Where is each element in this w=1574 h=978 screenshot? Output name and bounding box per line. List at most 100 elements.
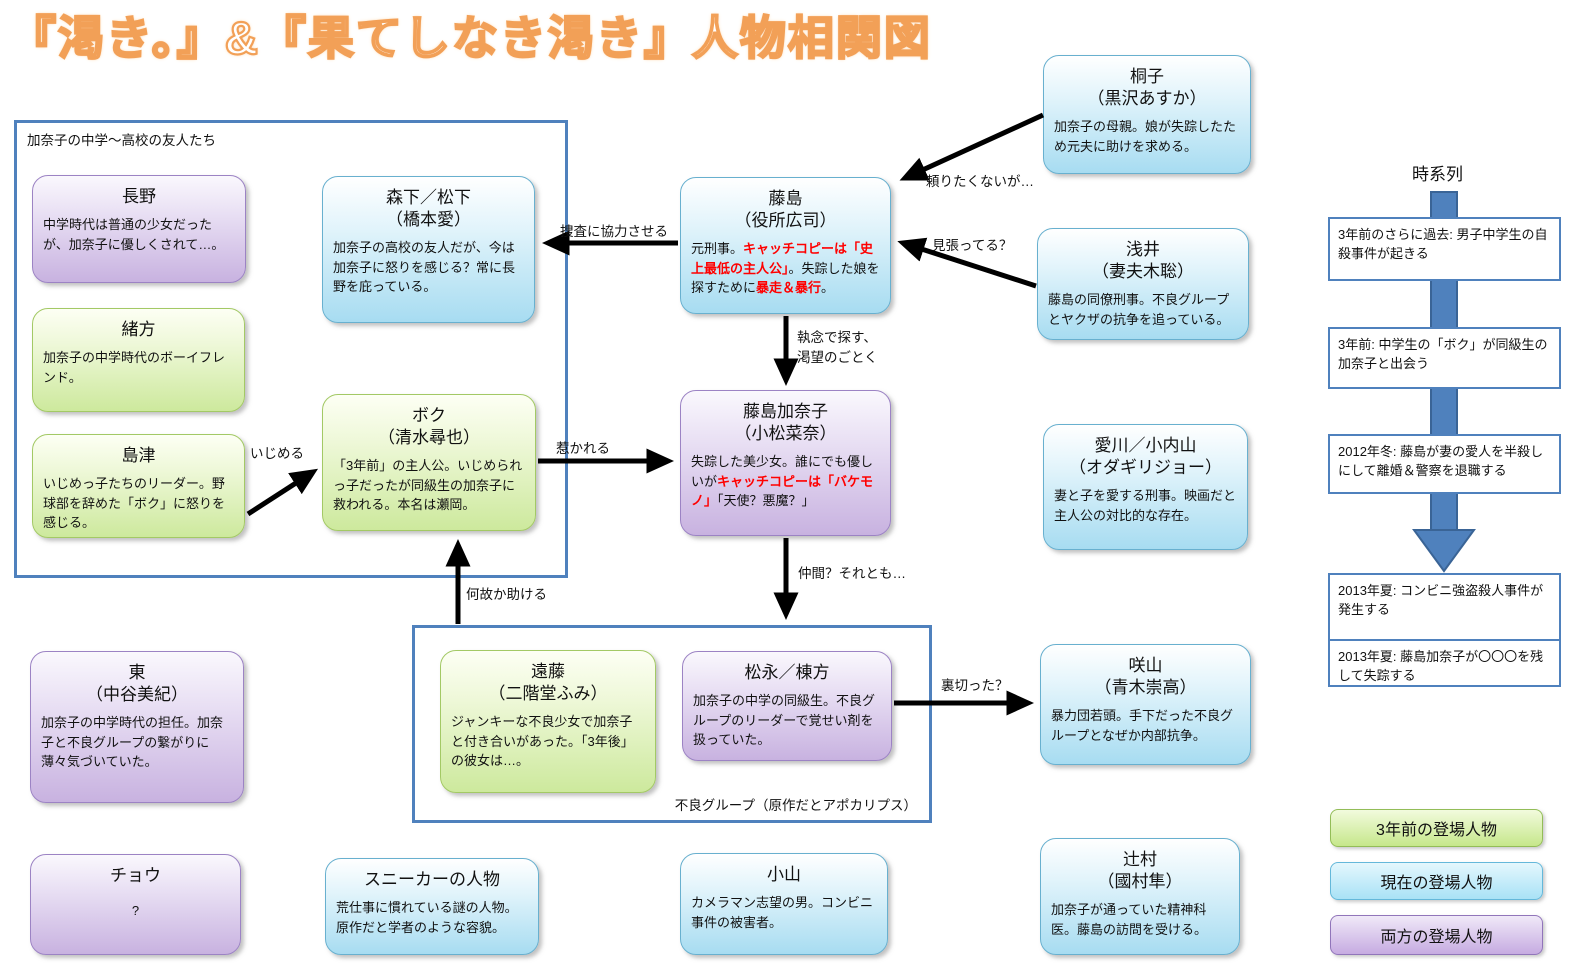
character-desc: 「3年前」の主人公。いじめられっ子だったが同級生の加奈子に救われる。本名は瀬岡。: [333, 458, 523, 513]
character-name: 辻村 （國村隼）: [1051, 849, 1229, 893]
character-actor-text: （オダギリジョー）: [1069, 458, 1222, 478]
friends-group-box: 加奈子の中学～高校の友人たち: [14, 120, 568, 578]
character-name: 長野: [43, 186, 235, 208]
character-name: 東 （中谷美紀）: [41, 662, 233, 706]
page-title: 『渇き。』&『果てしなき渇き』人物相関図: [9, 11, 932, 65]
character-name-text: スニーカーの人物: [364, 870, 500, 889]
card-tsujimura: 辻村 （國村隼） 加奈子が通っていた精神科医。藤島の訪問を受ける。: [1040, 838, 1240, 955]
character-desc: 中学時代は普通の少女だったが、加奈子に優しくされて…。: [43, 217, 225, 252]
timeline-event-2: 3年前: 中学生の「ボク」が同級生の加奈子と出会う: [1328, 327, 1561, 389]
character-actor-text: （二階堂ふみ）: [488, 684, 608, 704]
character-actor-text: （國村隼）: [1097, 872, 1183, 892]
character-desc: カメラマン志望の男。コンビニ事件の被害者。: [691, 895, 874, 930]
edge-label-obsession: 執念で探す、 渇望のごとく: [797, 330, 878, 365]
card-asai: 浅井 （妻夫木聡） 藤島の同僚刑事。不良グループとヤクザの抗争を追っている。: [1037, 228, 1249, 340]
character-desc: いじめっ子たちのリーダー。野球部を辞めた「ボク」に怒りを感じる。: [43, 476, 226, 531]
card-fujishima: 藤島（役所広司） 元刑事。キャッチコピーは「史上最低の主人公」。失踪した娘を探す…: [680, 177, 891, 314]
character-name-text: 島津: [121, 446, 156, 465]
character-name-text: チョウ: [110, 866, 161, 885]
character-name-text: 咲山: [1128, 656, 1163, 675]
character-name: 小山: [691, 864, 877, 886]
timeline-title: 時系列: [1412, 165, 1463, 184]
character-name: 松永／棟方: [693, 662, 881, 684]
character-name-text: 藤島加奈子: [743, 402, 828, 421]
timeline-event-4: 2013年夏: コンビニ強盗殺人事件が発生する: [1338, 583, 1544, 617]
card-ogata: 緒方 加奈子の中学時代のボーイフレンド。: [32, 308, 245, 412]
character-name-text: 緒方: [121, 320, 156, 339]
character-name-text: 松永／棟方: [744, 663, 830, 682]
character-name: 桐子 （黒沢あすか）: [1054, 66, 1240, 110]
card-kanako: 藤島加奈子 （小松菜奈） 失踪した美少女。誰にでも優しいがキャッチコピーは「バケモ…: [680, 390, 891, 536]
edge-label-ijimeru: いじめる: [250, 446, 304, 461]
timeline-event-1: 3年前のさらに過去: 男子中学生の自殺事件が起きる: [1328, 217, 1561, 281]
card-sneaker: スニーカーの人物 荒仕事に慣れている謎の人物。原作だと学者のような容貌。: [325, 858, 539, 955]
timeline-event-5: 2013年夏: 藤島加奈子が〇〇〇を残して失踪する: [1330, 639, 1559, 705]
character-actor-text: （小松菜奈）: [734, 424, 837, 444]
character-name: 森下／松下 （橋本愛）: [333, 187, 524, 231]
edge-label-cooperate: 捜査に協力させる: [560, 224, 668, 239]
character-name-text: 浅井: [1126, 240, 1160, 259]
character-actor-text: （青木崇高）: [1094, 678, 1197, 698]
legend-both-characters: 両方の登場人物: [1330, 915, 1543, 955]
edge-label-companion: 仲間？それとも…: [798, 566, 906, 581]
card-boku: ボク （清水尋也） 「3年前」の主人公。いじめられっ子だったが同級生の加奈子に救わ…: [322, 394, 536, 531]
character-actor-text: （清水尋也）: [378, 428, 480, 448]
character-desc: 加奈子の高校の友人だが、今は加奈子に怒りを感じる？常に長野を庇っている。: [333, 240, 516, 295]
arrow-kiriko-fujishima: [899, 112, 1045, 181]
edge-label-watch: 見張ってる？: [932, 238, 1013, 253]
character-name: 島津: [43, 445, 234, 467]
character-desc: 失踪した美少女。誰にでも優しいがキャッチコピーは「バケモノ」「天使？悪魔？」: [691, 454, 874, 509]
card-morishita: 森下／松下 （橋本愛） 加奈子の高校の友人だが、今は加奈子に怒りを感じる？常に長野…: [322, 176, 535, 323]
character-name: 藤島（役所広司）: [691, 188, 880, 232]
character-desc: 加奈子の中学時代の担任。加奈子と不良グループの繋がりに薄々気づいていた。: [41, 715, 224, 770]
character-desc: 妻と子を愛する刑事。映画だと主人公の対比的な存在。: [1054, 488, 1237, 523]
character-name-text: 森下／松下: [386, 188, 471, 207]
card-cho: チョウ ?: [30, 854, 241, 955]
character-desc: ジャンキーな不良少女で加奈子と付き合いがあった。「3年後」の彼女は…。: [451, 714, 634, 769]
character-name-text: ボク: [412, 406, 446, 425]
character-desc: 荒仕事に慣れている謎の人物。原作だと学者のような容貌。: [336, 900, 518, 935]
character-name: チョウ: [41, 865, 230, 887]
character-name-text: 愛川／小内山: [1094, 436, 1197, 455]
card-endo: 遠藤 （二階堂ふみ） ジャンキーな不良少女で加奈子と付き合いがあった。「3年後」の…: [440, 650, 656, 793]
character-actor-text: （橋本愛）: [386, 210, 471, 230]
character-name: 浅井 （妻夫木聡）: [1048, 239, 1238, 283]
gang-group-box: 不良グループ（原作だとアポカリプス）: [412, 625, 932, 823]
card-sakiyama: 咲山 （青木崇高） 暴力団若頭。手下だった不良グループとなぜか内部抗争。: [1040, 644, 1251, 765]
edge-label-rely: 頼りたくないが…: [926, 174, 1034, 189]
card-nagano: 長野 中学時代は普通の少女だったが、加奈子に優しくされて…。: [32, 175, 246, 283]
character-actor-text: （役所広司）: [734, 211, 837, 231]
character-name-text: 長野: [122, 187, 156, 206]
character-name-text: 桐子: [1130, 67, 1164, 86]
character-desc: 加奈子が通っていた精神科医。藤島の訪問を受ける。: [1051, 902, 1208, 937]
character-actor-text: （中谷美紀）: [86, 685, 188, 705]
gang-group-label: 不良グループ（原作だとアポカリプス）: [674, 798, 917, 813]
character-desc: 藤島の同僚刑事。不良グループとヤクザの抗争を追っている。: [1048, 292, 1230, 327]
edge-label-why-help: 何故か助ける: [466, 587, 547, 602]
character-desc: ?: [131, 903, 140, 919]
character-actor-text: （妻夫木聡）: [1092, 262, 1194, 282]
character-name-text: 小山: [767, 865, 801, 884]
character-name: 緒方: [43, 319, 234, 341]
card-koyama: 小山 カメラマン志望の男。コンビニ事件の被害者。: [680, 853, 888, 955]
character-desc: 加奈子の母親。娘が失踪したため元夫に助けを求める。: [1054, 119, 1237, 154]
character-name: ボク （清水尋也）: [333, 405, 525, 449]
character-name-text: 辻村: [1123, 850, 1157, 869]
card-kiriko: 桐子 （黒沢あすか） 加奈子の母親。娘が失踪したため元夫に助けを求める。: [1043, 55, 1251, 174]
character-name: 遠藤 （二階堂ふみ）: [451, 661, 645, 705]
card-azuma: 東 （中谷美紀） 加奈子の中学時代の担任。加奈子と不良グループの繋がりに薄々気づい…: [30, 651, 244, 803]
character-name-text: 遠藤: [531, 662, 565, 681]
card-shimazu: 島津 いじめっ子たちのリーダー。野球部を辞めた「ボク」に怒りを感じる。: [32, 434, 245, 538]
character-desc: 加奈子の中学時代のボーイフレンド。: [43, 350, 226, 385]
character-desc: 元刑事。キャッチコピーは「史上最低の主人公」。失踪した娘を探すために暴走＆暴行。: [691, 241, 880, 296]
character-name: スニーカーの人物: [336, 869, 528, 891]
character-name-text: 東: [128, 663, 146, 682]
timeline-event-4-5: 2013年夏: コンビニ強盗殺人事件が発生する 2013年夏: 藤島加奈子が〇〇…: [1328, 573, 1561, 687]
character-desc: 暴力団若頭。手下だった不良グループとなぜか内部抗争。: [1051, 708, 1234, 743]
legend-past-characters: 3年前の登場人物: [1330, 809, 1543, 847]
character-desc: 加奈子の中学の同級生。不良グループのリーダーで覚せい剤を扱っていた。: [693, 693, 876, 748]
character-actor-text: （黒沢あすか）: [1087, 89, 1207, 109]
card-matsunaga: 松永／棟方 加奈子の中学の同級生。不良グループのリーダーで覚せい剤を扱っていた。: [682, 651, 892, 761]
timeline-event-3: 2012年冬: 藤島が妻の愛人を半殺しにして離婚＆警察を退職する: [1328, 434, 1561, 494]
